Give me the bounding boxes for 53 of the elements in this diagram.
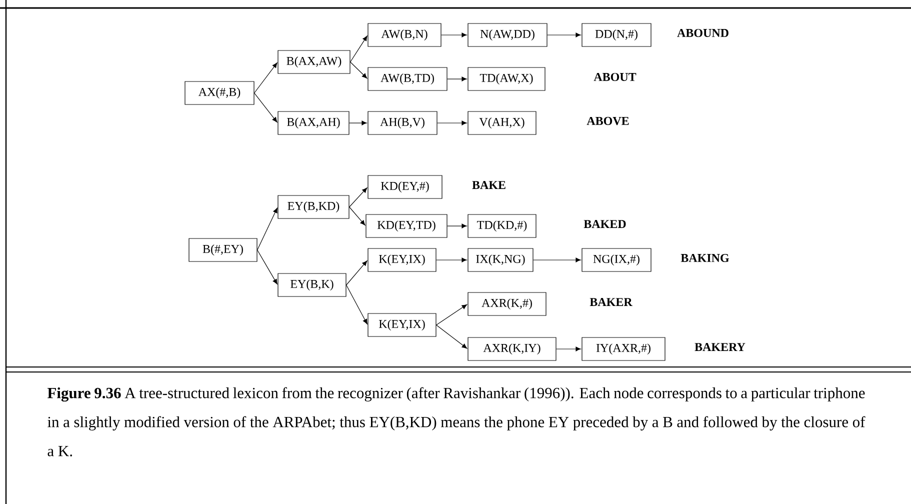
phone-box: AXR(K,IY) <box>468 337 556 361</box>
word-label: BAKERY <box>694 343 746 351</box>
arrow <box>346 284 368 324</box>
arrow <box>447 76 467 82</box>
phone-box: N(AW,DD) <box>468 23 548 47</box>
phone-box: IY(AXR,#) <box>582 337 666 361</box>
phone-box: EY(B,K) <box>278 273 346 297</box>
arrow <box>346 260 368 286</box>
arrow <box>349 188 368 208</box>
phone-box: KD(EY,TD) <box>366 214 448 238</box>
phone-box: B(#,EY) <box>188 238 258 262</box>
arrow <box>447 224 467 228</box>
arrow <box>436 304 468 326</box>
phone-box: V(AH,X) <box>468 111 536 135</box>
arrow <box>556 346 581 352</box>
phone-box: AX(#,B) <box>184 81 254 105</box>
word-label: BAKING <box>680 254 729 262</box>
arrow <box>257 208 278 250</box>
word-label: ABOVE <box>586 116 629 126</box>
phone-box: IX(K,NG) <box>468 248 534 272</box>
arrow <box>254 62 278 94</box>
arrow <box>350 36 368 62</box>
phone-box: K(EY,IX) <box>368 248 436 272</box>
word-label: BAKED <box>584 220 626 228</box>
figure-caption: Figure 9.36 A tree-structured lexicon from the recognizer (after Ravishankar (1996)). Each node corresponds to a particular triphone in a slightly modified version of the ARPAbet; thus EY(B,KD) means the phone EY preceded by a B and followed by the closure of a K. <box>47 387 866 456</box>
word-label: ABOUND <box>677 28 728 38</box>
phone-box: B(AX,AW) <box>278 50 350 74</box>
arrow <box>533 258 581 262</box>
phone-box: AW(B,TD) <box>368 67 448 91</box>
phone-box: TD(KD,#) <box>468 214 536 238</box>
word-label: BAKER <box>590 298 632 306</box>
arrow <box>547 32 581 38</box>
arrow <box>350 62 368 79</box>
phone-box: KD(EY,#) <box>368 175 442 199</box>
phone-box: K(EY,IX) <box>368 313 436 337</box>
arrow <box>436 324 468 349</box>
phone-box: AH(B,V) <box>368 111 438 135</box>
word-label: BAKE <box>472 181 506 189</box>
arrow <box>349 120 367 126</box>
arrow <box>349 206 366 226</box>
phone-box: EY(B,KD) <box>278 195 350 219</box>
word-label: ABOUT <box>594 72 636 82</box>
phone-box: AXR(K,#) <box>468 292 546 316</box>
arrow <box>254 92 278 122</box>
phone-box: B(AX,AH) <box>278 111 350 135</box>
arrow <box>441 32 467 38</box>
phone-box: DD(N,#) <box>582 23 652 47</box>
phone-box: AW(B,N) <box>368 23 442 47</box>
phone-box: NG(IX,#) <box>582 248 652 272</box>
arrow <box>436 258 467 262</box>
arrow <box>437 120 467 126</box>
arrow <box>257 250 278 284</box>
phone-box: TD(AW,X) <box>468 67 546 91</box>
